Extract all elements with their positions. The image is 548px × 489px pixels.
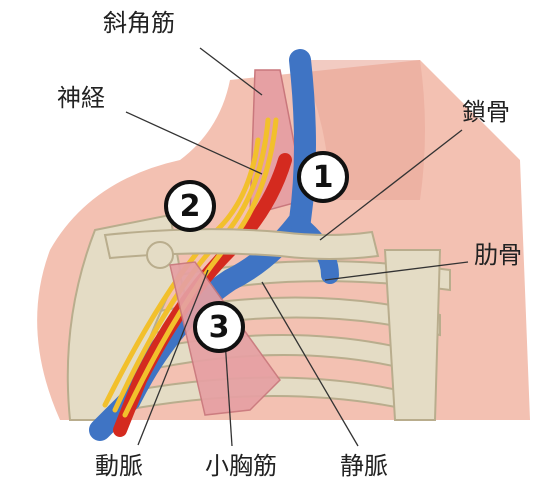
label-scalene: 斜角筋 [103,11,175,35]
marker-1: 1 [297,151,349,203]
label-clavicle: 鎖骨 [462,100,510,124]
coracoid-process [147,242,173,268]
marker-2: 2 [164,180,216,232]
label-rib: 肋骨 [474,243,522,267]
label-artery: 動脈 [95,454,143,478]
label-vein: 静脈 [340,454,388,478]
label-pectoralis-minor: 小胸筋 [205,454,277,478]
marker-3: 3 [193,301,245,353]
label-nerve: 神経 [57,86,105,110]
